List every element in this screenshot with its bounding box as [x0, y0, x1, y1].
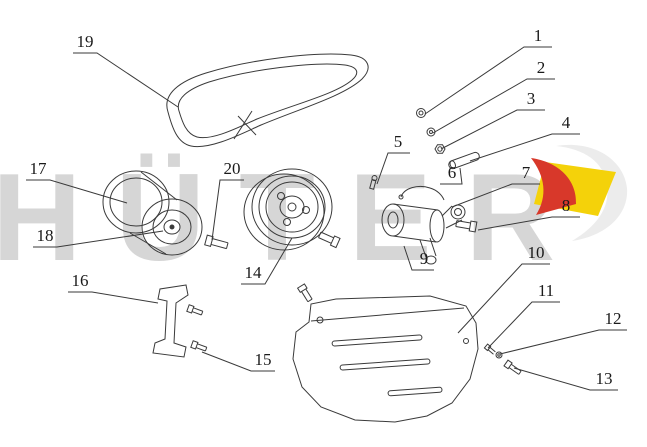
nut-3	[434, 144, 446, 154]
brand-logo	[531, 144, 628, 241]
part-label-8: 8	[561, 196, 571, 215]
part-label-20: 20	[223, 159, 241, 178]
pulley-17-18	[102, 170, 203, 256]
leader-line-7	[451, 183, 540, 208]
belt-guard-cover	[292, 295, 479, 423]
part-label-6: 6	[447, 163, 457, 182]
washer-1	[416, 108, 426, 118]
pin-4-6	[448, 151, 480, 170]
leader-line-5	[376, 152, 410, 185]
leader-lines	[26, 46, 627, 391]
leader-line-3	[440, 109, 545, 150]
leader-line-14	[241, 237, 293, 285]
bracket-16	[152, 284, 189, 358]
washer-12	[495, 351, 503, 359]
leader-line-15	[201, 351, 275, 372]
bolt-pulley-upper	[318, 231, 341, 249]
part-label-3: 3	[526, 89, 536, 108]
part-label-4: 4	[561, 113, 571, 132]
part-label-17: 17	[29, 159, 47, 178]
part-label-9: 9	[419, 249, 429, 268]
logo-red-ribbon	[531, 158, 577, 215]
bolt-13	[503, 359, 522, 375]
leader-line-11	[487, 301, 560, 349]
leader-line-6	[440, 167, 463, 185]
leader-line-16	[68, 291, 159, 304]
part-label-16: 16	[71, 271, 89, 290]
logo-swoosh	[556, 144, 628, 241]
part-label-1: 1	[533, 26, 543, 45]
part-label-11: 11	[537, 281, 555, 300]
leader-line-9	[403, 245, 434, 271]
bolt-15	[190, 340, 208, 352]
leader-line-10	[457, 263, 550, 334]
clip-5	[369, 175, 378, 190]
tension-spring	[398, 185, 445, 201]
screw-11	[483, 343, 496, 355]
leader-line-1	[424, 46, 552, 115]
part-label-5: 5	[393, 132, 403, 151]
leader-line-4	[469, 133, 580, 162]
leader-line-17	[26, 179, 128, 204]
part-label-10: 10	[527, 243, 545, 262]
part-label-14: 14	[244, 263, 262, 282]
part-label-2: 2	[536, 58, 546, 77]
leader-line-8	[477, 216, 580, 231]
leader-line-13	[513, 367, 618, 391]
v-belt	[166, 53, 369, 148]
part-label-19: 19	[76, 32, 94, 51]
bolt-bracket-upper	[186, 304, 204, 316]
hueter-watermark: HÜTER	[0, 149, 590, 287]
leader-line-19	[73, 52, 179, 108]
bolt-8	[455, 220, 478, 233]
part-label-15: 15	[254, 350, 272, 369]
bolt-pulley-lower	[296, 283, 313, 303]
leader-line-12	[499, 329, 627, 355]
part-label-7: 7	[521, 163, 531, 182]
bolt-20	[204, 234, 229, 250]
part-label-12: 12	[604, 309, 622, 328]
tensioner-assembly	[381, 203, 466, 265]
part-label-13: 13	[595, 369, 613, 388]
part-label-18: 18	[36, 226, 54, 245]
leader-line-2	[432, 78, 555, 134]
leader-line-20	[211, 179, 244, 241]
leader-line-18	[33, 230, 164, 248]
